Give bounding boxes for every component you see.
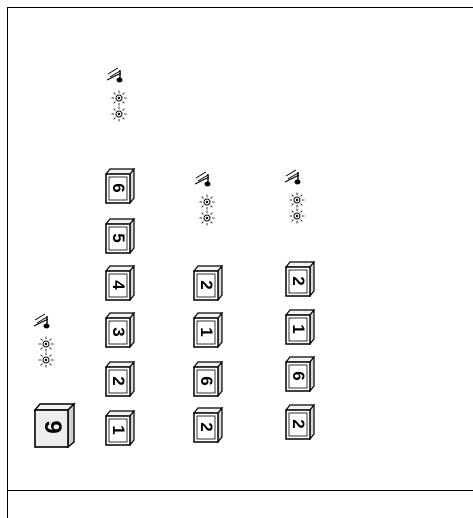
column-1-key-5: 2: [104, 361, 136, 397]
key-label: 6: [109, 183, 129, 193]
key-label: 3: [109, 327, 129, 337]
key-label: 1: [289, 324, 309, 334]
column-3-key-2: 1: [284, 309, 316, 345]
column-1-key-2: 5: [104, 218, 136, 254]
key-label: 2: [289, 419, 309, 429]
column-1-key-6: 1: [104, 410, 136, 446]
column-2-key-3: 6: [192, 361, 224, 397]
key-label: 1: [197, 327, 217, 337]
diagram-frame: [7, 7, 473, 518]
column-1-key-3: 4: [104, 265, 136, 301]
key-label: 1: [109, 425, 129, 435]
key-label: 2: [109, 376, 129, 386]
sound-indicator-icon: [194, 168, 222, 228]
start-key-label: 9: [39, 420, 66, 434]
start-key: 9: [32, 402, 76, 448]
bottom-rule: [7, 490, 473, 491]
column-2-key-4: 2: [192, 407, 224, 443]
key-label: 6: [197, 376, 217, 386]
column-3-key-1: 2: [284, 261, 316, 297]
column-3-key-3: 6: [284, 356, 316, 392]
column-3-key-4: 2: [284, 404, 316, 440]
key-label: 6: [289, 371, 309, 381]
column-2-key-2: 1: [192, 312, 224, 348]
key-label: 2: [197, 280, 217, 290]
column-2-key-1: 2: [192, 265, 224, 301]
column-1-key-4: 3: [104, 312, 136, 348]
sound-indicator-icon: [284, 166, 312, 226]
sound-indicator-icon: [33, 310, 61, 370]
key-label: 4: [109, 280, 129, 290]
column-1-key-1: 6: [104, 168, 136, 204]
key-label: 2: [197, 422, 217, 432]
key-label: 2: [289, 276, 309, 286]
sound-indicator-icon: [106, 64, 134, 124]
key-label: 5: [109, 233, 129, 243]
